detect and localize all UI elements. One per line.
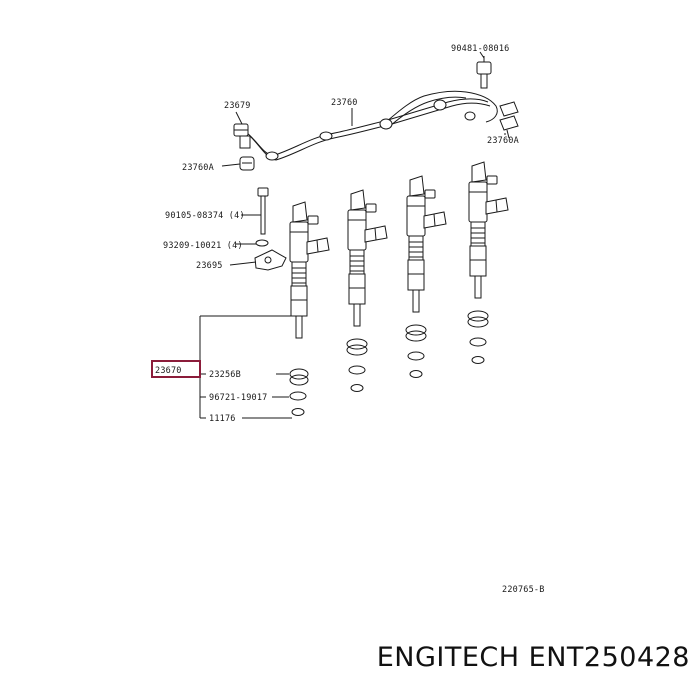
fuel-pipe-branch <box>385 90 498 123</box>
injector-3 <box>406 175 447 313</box>
pipe-clamp-right <box>499 101 519 135</box>
injector-3-seals <box>405 324 427 378</box>
label-bolt-left: 90105-08374 (4) <box>165 211 245 221</box>
injector-1 <box>289 201 330 339</box>
o-ring <box>289 391 307 401</box>
label-seal-sleeve: 23256B <box>209 370 241 380</box>
highlight-box <box>151 360 201 378</box>
injector-2 <box>347 189 388 327</box>
gasket <box>291 408 305 416</box>
label-clamp-right: 23760A <box>487 136 519 146</box>
seal-sleeve <box>289 368 309 380</box>
label-injector-clamp: 23695 <box>196 261 223 271</box>
callout-lines <box>199 51 510 419</box>
label-fuel-pipe: 23760 <box>331 98 358 108</box>
spherical-washer <box>255 239 269 247</box>
hold-down-bolt <box>257 187 269 235</box>
label-washer-left: 93209-10021 (4) <box>163 241 243 251</box>
label-pipe-end: 23679 <box>224 101 251 111</box>
label-gasket: 11176 <box>209 414 236 424</box>
label-o-ring: 96721-19017 <box>209 393 268 403</box>
pipe-clamp-left <box>239 156 255 171</box>
injector-2-seals <box>346 338 368 392</box>
product-caption: ENGITECH ENT250428 <box>376 642 690 673</box>
label-bolt-top: 90481-08016 <box>451 44 510 54</box>
injector-4-seals <box>467 310 489 364</box>
fuel-pipe <box>245 98 489 157</box>
top-bolt <box>476 56 492 89</box>
injector-clamp <box>254 249 287 271</box>
figure-code: 220765-B <box>502 585 545 595</box>
label-clamp-left: 23760A <box>182 163 214 173</box>
injector-4 <box>468 161 509 299</box>
injector-set <box>289 161 509 392</box>
pipe-end-fitting <box>233 123 251 149</box>
label-injector: 23670 <box>155 366 182 376</box>
